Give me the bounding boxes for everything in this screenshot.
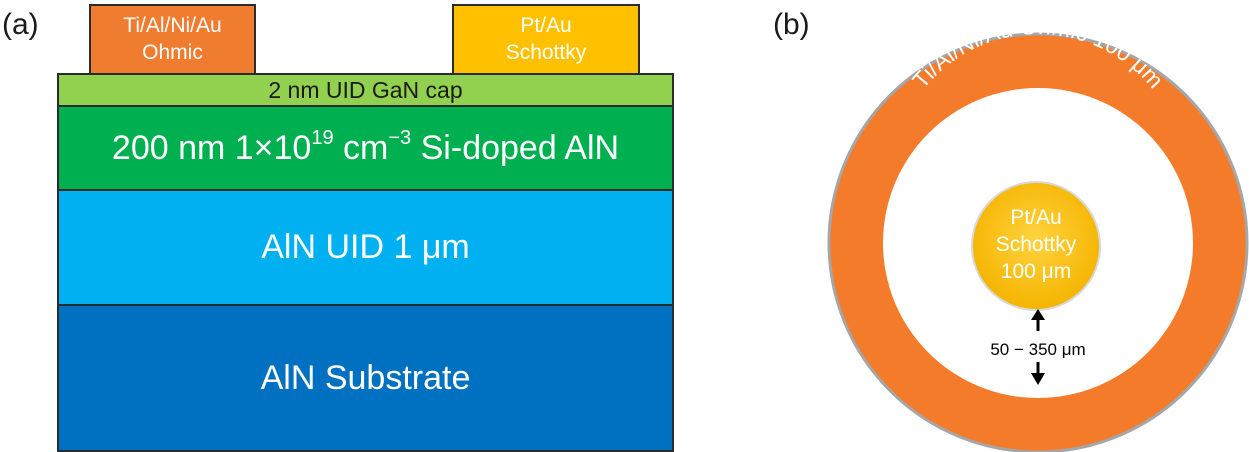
ohmic-contact-line2: Ohmic: [142, 40, 203, 64]
gap-arrowhead-down-icon: [1031, 373, 1045, 385]
doped-aln-exponent: 19: [311, 127, 334, 150]
doped-aln-exponent2: −3: [388, 127, 412, 150]
gap-arrowhead-up-icon: [1031, 309, 1045, 320]
uid-aln-label: AlN UID 1 μm: [261, 228, 470, 266]
gan-cap-layer: 2 nm UID GaN cap: [57, 73, 674, 107]
schottky-center-line3: 100 μm: [1001, 260, 1071, 283]
doped-aln-layer: 200 nm 1×1019 cm−3 Si-doped AlN: [57, 105, 674, 191]
panel-a-label: (a): [2, 8, 39, 41]
schottky-center-line1: Pt/Au: [1010, 206, 1061, 229]
doped-aln-label: 200 nm 1×1019 cm−3 Si-doped AlN: [111, 127, 620, 168]
ohmic-contact-line1: Ti/Al/Ni/Au: [123, 14, 222, 38]
gap-label: 50 − 350 μm: [990, 340, 1085, 359]
aln-substrate-layer: AlN Substrate: [57, 304, 674, 452]
schottky-contact-line1: Pt/Au: [520, 14, 572, 38]
doped-aln-label-prefix: 200 nm 1×10: [111, 128, 312, 167]
ohmic-contact: Ti/Al/Ni/Au Ohmic: [89, 4, 256, 75]
schottky-contact-line2: Schottky: [505, 40, 587, 64]
doped-aln-label-suffix: Si-doped AlN: [411, 128, 620, 167]
schottky-center-contact: [971, 181, 1101, 311]
panel-b-label: (b): [773, 8, 810, 41]
gan-cap-label: 2 nm UID GaN cap: [268, 76, 463, 103]
uid-aln-layer: AlN UID 1 μm: [57, 189, 674, 306]
doped-aln-label-middle: cm: [333, 128, 389, 167]
aln-substrate-label: AlN Substrate: [260, 358, 471, 397]
schottky-center-line2: Schottky: [996, 233, 1077, 256]
